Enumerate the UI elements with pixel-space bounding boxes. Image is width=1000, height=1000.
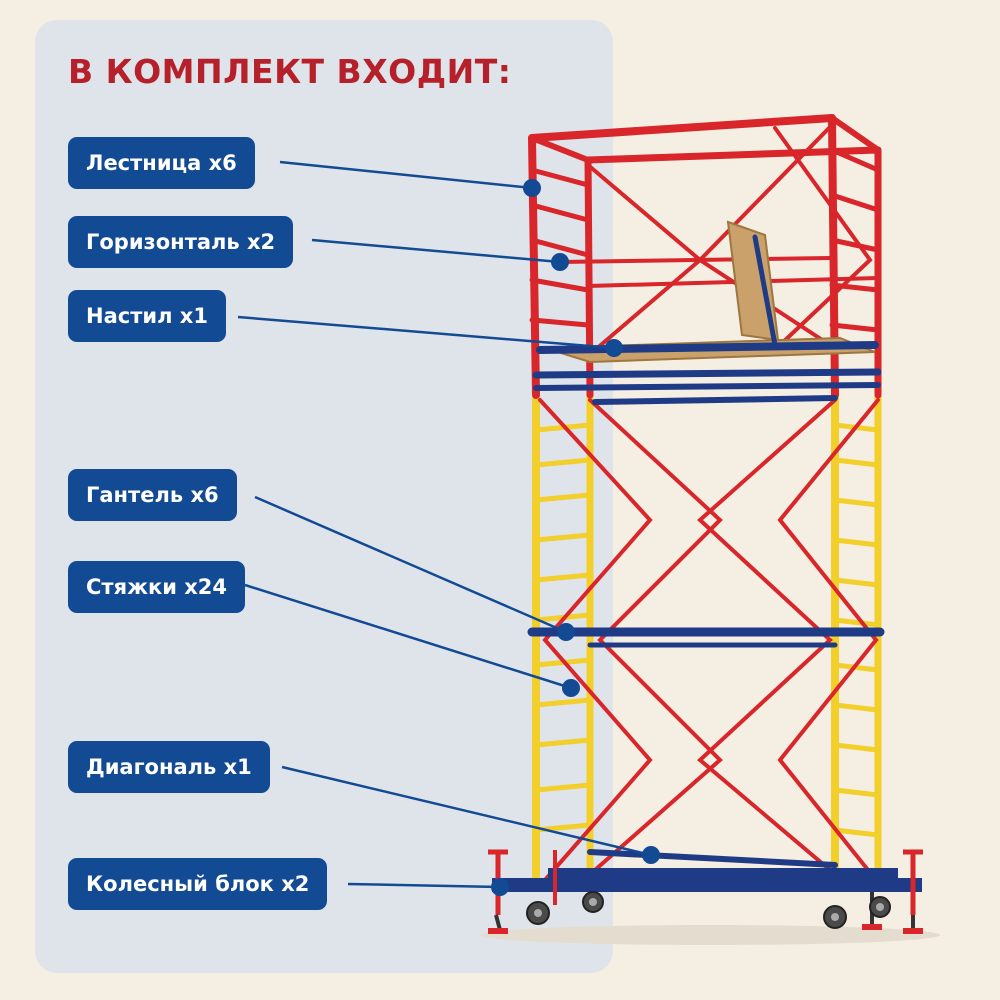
leader-dumbbell [254, 495, 567, 634]
label-horizontal: Горизонталь x2 [68, 216, 294, 268]
marker-dot-horizontal [551, 253, 569, 271]
label-diagonal: Диагональ x1 [68, 741, 270, 793]
wheel-block-base [488, 849, 923, 934]
wooden-deck-board [544, 220, 876, 364]
lower-cross-braces [538, 398, 880, 882]
label-dumbbell: Гантель x6 [68, 469, 237, 521]
leader-lines [237, 160, 652, 889]
marker-dots [491, 179, 660, 896]
leader-deck [237, 315, 615, 350]
marker-dot-braces [562, 679, 580, 697]
label-wheel-block: Колесный блок x2 [68, 858, 328, 910]
leader-braces [244, 583, 572, 690]
lower-frame-section [532, 391, 882, 889]
leader-diagonal [281, 765, 652, 857]
label-ladder: Лестница x6 [68, 137, 255, 189]
ground-shadow [480, 925, 940, 945]
marker-dot-wheel-block [491, 878, 509, 896]
marker-dot-diagonal [642, 846, 660, 864]
label-braces: Стяжки x24 [68, 561, 246, 613]
marker-dot-ladder [523, 179, 541, 197]
leader-ladder [279, 160, 533, 190]
upper-frame-section [528, 114, 882, 399]
kit-heading: В КОМПЛЕКТ ВХОДИТ: [68, 52, 512, 91]
leader-horizontal [311, 238, 561, 264]
label-deck: Настил x1 [68, 290, 226, 342]
marker-dot-dumbbell [557, 623, 575, 641]
marker-dot-deck [605, 339, 623, 357]
leader-wheel-block [347, 882, 501, 889]
blue-horizontal-bars [527, 234, 885, 868]
